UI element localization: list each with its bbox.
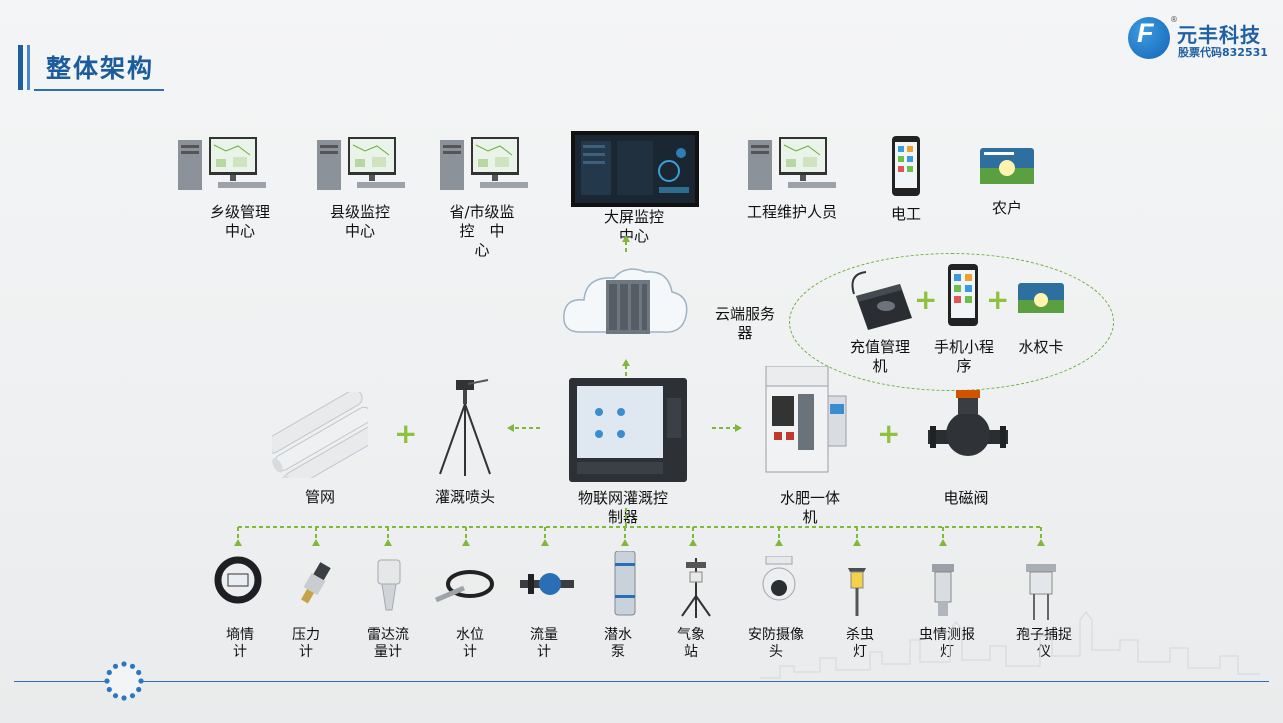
- spore-trap-icon: [1026, 564, 1056, 620]
- label-pressure-gauge: 压力计: [292, 627, 320, 660]
- label-iot-controller: 物联网灌溉控制器: [577, 489, 668, 526]
- big-screen-monitor-icon: [571, 131, 699, 207]
- smartphone-icon: [948, 264, 978, 326]
- soil-moisture-sensor-icon: [214, 556, 262, 604]
- label-pipe-network: 管网: [304, 488, 335, 506]
- cloud-server-icon: [563, 268, 688, 334]
- label-mini-program: 手机小程序: [933, 338, 994, 375]
- solenoid-valve-icon: [928, 390, 1008, 456]
- payment-group-ellipse: [789, 253, 1114, 391]
- plus-icon: +: [394, 417, 418, 450]
- company-name: 元丰科技: [1177, 23, 1261, 47]
- plus-icon: +: [986, 283, 1010, 316]
- label-insect-killer-lamp: 杀虫灯: [846, 627, 874, 660]
- label-farmer: 农户: [991, 199, 1022, 217]
- radar-flowmeter-icon: [377, 559, 401, 611]
- label-province-center: 省/市级监控 中心: [449, 203, 515, 259]
- sprinkler-tripod-icon: [439, 379, 491, 476]
- title-underline: [34, 89, 164, 91]
- title-accent-bar: [18, 45, 23, 90]
- label-water-fertilizer-machine: 水肥一体机: [779, 489, 840, 526]
- label-flowmeter: 流量计: [530, 627, 558, 660]
- label-county-center: 县级监控中心: [329, 203, 390, 240]
- label-security-camera: 安防摄像头: [748, 627, 804, 660]
- desktop-computer-icon: [748, 137, 836, 190]
- card-reader-icon: [851, 271, 912, 330]
- title-accent-bar-thin: [27, 45, 30, 90]
- label-radar-flowmeter: 雷达流量计: [367, 627, 409, 660]
- label-electrician: 电工: [890, 205, 921, 223]
- label-weather-station: 气象站: [677, 627, 705, 660]
- label-submersible-pump: 潜水泵: [604, 627, 632, 660]
- city-skyline-decoration: [760, 611, 1260, 679]
- label-cloud-server: 云端服务器: [714, 305, 775, 342]
- logo-letter: F: [1137, 18, 1154, 48]
- dotted-circle-decoration: [104, 661, 144, 701]
- flowmeter-icon: [520, 573, 574, 595]
- label-maintenance-staff: 工程维护人员: [746, 203, 837, 221]
- label-water-card: 水权卡: [1018, 338, 1064, 356]
- water-level-sensor-icon: [435, 570, 494, 603]
- label-sprinkler: 灌溉喷头: [434, 488, 495, 506]
- weather-station-icon: [681, 558, 711, 618]
- plus-icon: +: [877, 417, 901, 450]
- plus-icon: +: [914, 283, 938, 316]
- submersible-pump-icon: [614, 551, 636, 616]
- label-soil-moisture: 墒情计: [226, 627, 254, 660]
- desktop-computer-icon: [440, 137, 528, 190]
- pressure-gauge-icon: [301, 562, 331, 604]
- label-water-level: 水位计: [456, 627, 484, 660]
- label-township-center: 乡级管理中心: [209, 203, 270, 240]
- footer-divider: [14, 681, 1269, 682]
- iot-irrigation-controller-icon: [569, 378, 687, 482]
- water-card-icon: [980, 148, 1034, 184]
- water-fertilizer-machine-icon: [765, 366, 847, 473]
- logo-emblem: [1128, 17, 1170, 59]
- desktop-computer-icon: [317, 137, 405, 190]
- label-recharge-machine: 充值管理机: [849, 338, 910, 375]
- pipe-network-icon: [272, 392, 368, 478]
- smartphone-icon: [892, 136, 920, 196]
- security-camera-icon: [762, 556, 796, 601]
- registered-mark: ®: [1170, 15, 1178, 24]
- pest-monitoring-lamp-icon: [932, 564, 954, 616]
- page-title: 整体架构: [46, 54, 155, 83]
- label-solenoid-valve: 电磁阀: [943, 489, 989, 507]
- stock-code: 股票代码832531: [1178, 46, 1268, 59]
- water-card-icon: [1018, 283, 1064, 313]
- insect-killer-lamp-icon: [848, 568, 866, 616]
- desktop-computer-icon: [178, 137, 266, 190]
- company-logo: F ® 元丰科技 股票代码832531: [1128, 15, 1268, 61]
